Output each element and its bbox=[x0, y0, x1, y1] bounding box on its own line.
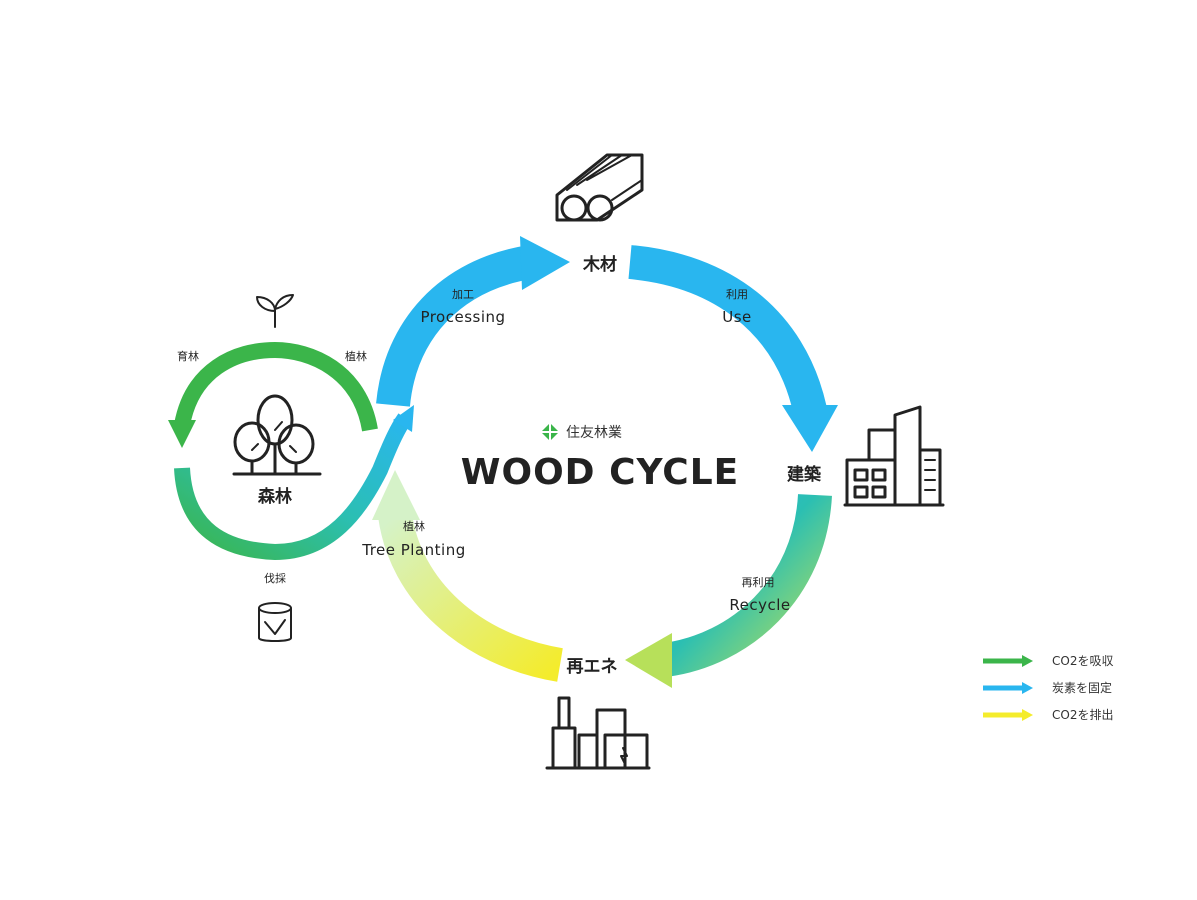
harvest-label: 伐採 bbox=[264, 571, 286, 585]
legend-text-fix: 炭素を固定 bbox=[1052, 680, 1112, 695]
planting-en-label: Tree Planting bbox=[361, 541, 466, 559]
brand-mark: 住友林業 bbox=[541, 423, 622, 441]
building-label: 建築 bbox=[787, 464, 822, 485]
factory-icon bbox=[545, 696, 651, 770]
trees-icon bbox=[232, 394, 322, 476]
legend-item-emit: CO2を排出 bbox=[983, 708, 1113, 722]
recycle-en-label: Recycle bbox=[729, 596, 790, 614]
recycle-jp-label: 再利用 bbox=[742, 576, 775, 589]
legend-item-absorb: CO2を吸収 bbox=[983, 654, 1113, 668]
forest-label: 森林 bbox=[258, 486, 292, 507]
building-icon bbox=[843, 405, 945, 507]
processing-en-label: Processing bbox=[420, 308, 505, 326]
legend-text-absorb: CO2を吸収 bbox=[1052, 654, 1113, 668]
processing-arrow bbox=[376, 236, 570, 407]
use-jp-label: 利用 bbox=[726, 288, 748, 301]
recycle-arrow bbox=[625, 493, 832, 688]
forest-cycle bbox=[168, 341, 414, 561]
stump-icon bbox=[258, 602, 292, 642]
seedling-icon bbox=[256, 294, 294, 328]
plant-label: 植林 bbox=[345, 349, 367, 363]
use-arrow bbox=[628, 245, 838, 452]
diagram-title: WOOD CYCLE bbox=[461, 452, 740, 493]
brand-name: 住友林業 bbox=[566, 425, 622, 441]
legend-text-emit: CO2を排出 bbox=[1052, 708, 1113, 722]
timber-label: 木材 bbox=[582, 254, 617, 275]
legend-item-fix: 炭素を固定 bbox=[983, 680, 1112, 695]
planting-arrow bbox=[372, 470, 564, 682]
energy-label: 再エネ bbox=[567, 657, 618, 677]
brand-logo-icon bbox=[541, 423, 559, 441]
legend: CO2を吸収 炭素を固定 CO2を排出 bbox=[983, 654, 1113, 722]
grow-label: 育林 bbox=[177, 349, 199, 363]
planting-jp-label: 植林 bbox=[403, 519, 425, 533]
timber-logs-icon bbox=[555, 153, 644, 222]
use-en-label: Use bbox=[722, 308, 752, 326]
processing-jp-label: 加工 bbox=[452, 288, 474, 301]
